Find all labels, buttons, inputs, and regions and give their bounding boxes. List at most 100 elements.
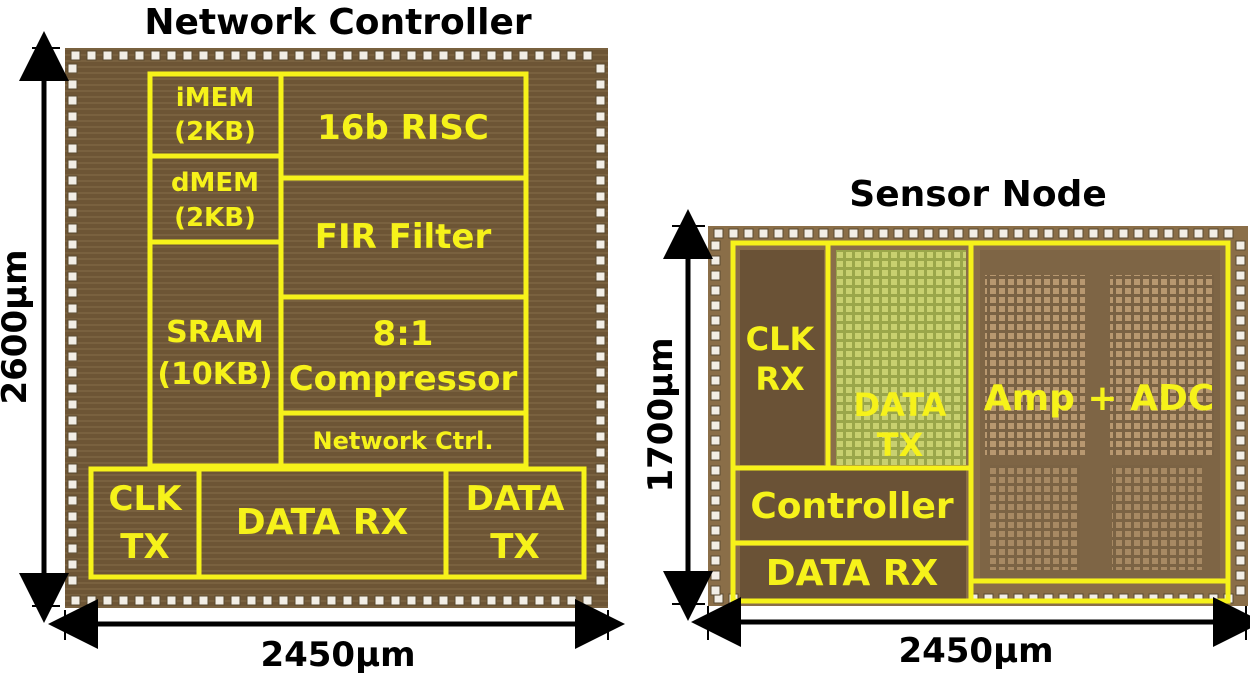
- nc-network-ctrl-label: Network Ctrl.: [313, 427, 494, 455]
- nc-compressor-label-1: 8:1: [373, 314, 434, 354]
- bond-pad: [67, 367, 78, 378]
- bond-pad: [595, 527, 606, 538]
- sn-width-dimension: 2450µm: [691, 597, 1250, 671]
- bond-pad: [595, 79, 606, 90]
- bond-pad: [67, 447, 78, 458]
- bond-pad: [710, 570, 721, 581]
- bond-pad: [67, 431, 78, 442]
- bond-pad: [67, 287, 78, 298]
- bond-pad: [908, 228, 919, 239]
- bond-pad: [595, 383, 606, 394]
- bond-pad: [1235, 585, 1246, 596]
- bond-pad: [67, 383, 78, 394]
- bond-pad: [1235, 480, 1246, 491]
- bond-pad: [550, 50, 561, 61]
- bond-pad: [67, 175, 78, 186]
- bond-pad: [310, 50, 321, 61]
- bond-pad: [1118, 228, 1129, 239]
- bond-pad: [595, 159, 606, 170]
- bond-pad: [1235, 360, 1246, 371]
- nc-imem-label-2: (2KB): [174, 117, 256, 147]
- bond-pad: [788, 228, 799, 239]
- bond-pad: [67, 95, 78, 106]
- bond-pad: [230, 595, 241, 606]
- bond-pad: [326, 595, 337, 606]
- bond-pad: [67, 207, 78, 218]
- bond-pad: [710, 525, 721, 536]
- bond-pad: [454, 595, 465, 606]
- bond-pad: [374, 595, 385, 606]
- bond-pad: [710, 315, 721, 326]
- nc-data-tx-label-1: DATA: [466, 479, 565, 519]
- bond-pad: [710, 465, 721, 476]
- bond-pad: [294, 595, 305, 606]
- bond-pad: [67, 479, 78, 490]
- bond-pad: [938, 228, 949, 239]
- bond-pad: [102, 50, 113, 61]
- sn-width-label: 2450µm: [898, 631, 1053, 671]
- bond-pad: [893, 228, 904, 239]
- bond-pad: [710, 375, 721, 386]
- sn-data-tx-label-2: TX: [877, 426, 924, 464]
- bond-pad: [67, 63, 78, 74]
- bond-pad: [1178, 228, 1189, 239]
- bond-pad: [595, 351, 606, 362]
- nc-data-tx-label-2: TX: [490, 527, 539, 567]
- bond-pad: [710, 345, 721, 356]
- bond-pad: [214, 50, 225, 61]
- bond-pad: [1235, 540, 1246, 551]
- bond-pad: [374, 50, 385, 61]
- bond-pad: [710, 255, 721, 266]
- bond-pad: [422, 595, 433, 606]
- bond-pad: [182, 50, 193, 61]
- bond-pad: [1088, 228, 1099, 239]
- bond-pad: [818, 228, 829, 239]
- sn-data-rx-label: DATA RX: [766, 553, 939, 594]
- bond-pad: [595, 367, 606, 378]
- bond-pad: [595, 335, 606, 346]
- bond-pad: [1235, 315, 1246, 326]
- bond-pad: [803, 228, 814, 239]
- bond-pad: [1235, 300, 1246, 311]
- bond-pad: [953, 228, 964, 239]
- bond-pad: [595, 463, 606, 474]
- bond-pad: [67, 143, 78, 154]
- bond-pad: [1235, 405, 1246, 416]
- bond-pad: [595, 191, 606, 202]
- bond-pad: [1193, 228, 1204, 239]
- nc-clk-tx-label-2: TX: [120, 527, 169, 567]
- bond-pad: [710, 300, 721, 311]
- nc-imem-label-1: iMEM: [176, 83, 254, 113]
- nc-sram-label-1: SRAM: [166, 315, 264, 350]
- bond-pad: [390, 50, 401, 61]
- bond-pad: [710, 390, 721, 401]
- bond-pad: [67, 575, 78, 586]
- bond-pad: [67, 79, 78, 90]
- bond-pad: [67, 223, 78, 234]
- bond-pad: [743, 228, 754, 239]
- bond-pad: [198, 595, 209, 606]
- bond-pad: [710, 330, 721, 341]
- bond-pad: [70, 595, 81, 606]
- bond-pad: [848, 228, 859, 239]
- bond-pad: [758, 228, 769, 239]
- bond-pad: [67, 463, 78, 474]
- bond-pad: [595, 239, 606, 250]
- bond-pad: [1133, 228, 1144, 239]
- bond-pad: [595, 287, 606, 298]
- sensor-node-title: Sensor Node: [849, 174, 1106, 215]
- sn-height-label: 1700µm: [641, 337, 681, 492]
- bond-pad: [67, 351, 78, 362]
- bond-pad: [246, 595, 257, 606]
- bond-pad: [595, 175, 606, 186]
- bond-pad: [67, 559, 78, 570]
- bond-pad: [595, 511, 606, 522]
- bond-pad: [67, 239, 78, 250]
- bond-pad: [390, 595, 401, 606]
- bond-pad: [67, 191, 78, 202]
- bond-pad: [1208, 228, 1219, 239]
- bond-pad: [710, 540, 721, 551]
- bond-pad: [710, 450, 721, 461]
- bond-pad: [710, 585, 721, 596]
- bond-pad: [595, 303, 606, 314]
